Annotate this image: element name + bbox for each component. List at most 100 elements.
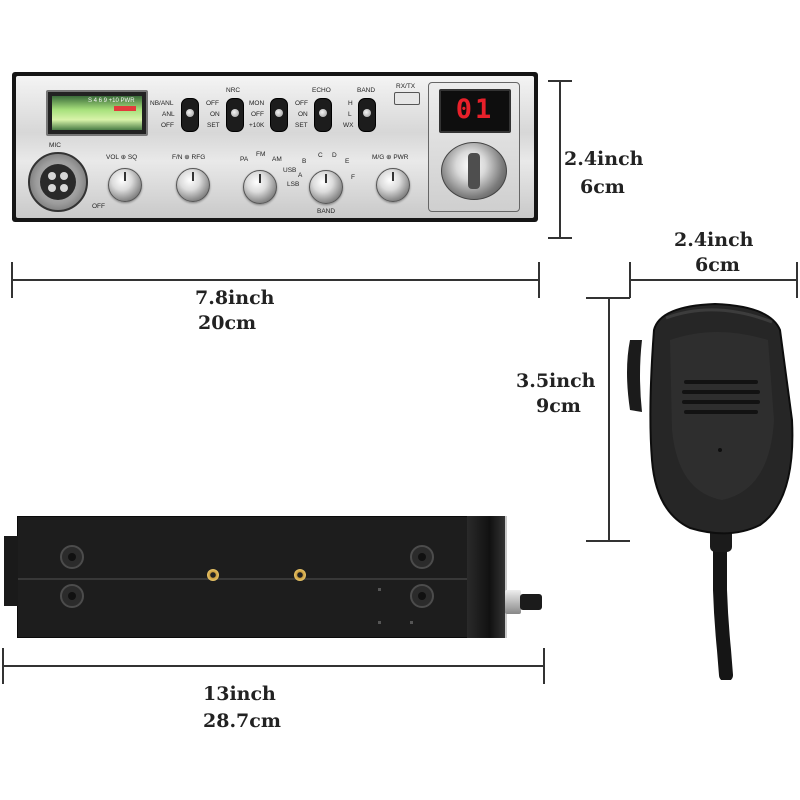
- label-mon: MON: [249, 100, 265, 107]
- label-fm: FM: [256, 151, 266, 158]
- label-off: OFF: [92, 203, 105, 210]
- meter-red-zone: [114, 106, 136, 111]
- mic-connector: [28, 152, 88, 212]
- mic-cord: [713, 528, 733, 680]
- meter-scale-text: S 4 6 9 +10 PWR: [88, 98, 135, 104]
- dim-tick-bottom: [548, 237, 572, 239]
- handheld-microphone: [627, 302, 794, 680]
- dim-mic-height-metric: 9cm: [536, 395, 581, 417]
- mic-face-panel: [670, 332, 774, 500]
- rx-tx-indicator: [394, 92, 420, 105]
- dim-line-radio-depth: [2, 665, 544, 667]
- vent-dot: [378, 621, 381, 624]
- label-fin-rfg: F/N ⊕ RFG: [172, 154, 206, 161]
- mic-top-bevel: [665, 308, 773, 324]
- label-am: AM: [272, 156, 282, 163]
- dim-radio-width-imperial: 7.8inch: [195, 287, 275, 309]
- dim-line-radio-height: [559, 80, 561, 238]
- dim-mic-width-imperial: 2.4inch: [674, 229, 754, 251]
- volume-squelch-knob[interactable]: [108, 168, 142, 202]
- band-switch[interactable]: [358, 98, 376, 132]
- dim-line-mic-width: [629, 279, 797, 281]
- dim-radio-depth-imperial: 13inch: [203, 683, 276, 705]
- screw-icon: [60, 545, 84, 569]
- mic-connector-inner: [40, 164, 76, 200]
- meter-face: [52, 96, 142, 130]
- mic-pin: [48, 172, 56, 180]
- screw-icon: [410, 584, 434, 608]
- side-groove: [18, 578, 468, 580]
- label-vol-sq: VOL ⊕ SQ: [106, 154, 138, 161]
- label-band-f: F: [351, 174, 355, 181]
- mon-switch[interactable]: [270, 98, 288, 132]
- vent-dot: [378, 588, 381, 591]
- label-band-a: A: [298, 172, 303, 179]
- label-h: H: [348, 100, 353, 107]
- label-l: L: [348, 111, 352, 118]
- label-band: BAND: [357, 87, 376, 94]
- vent-dot: [410, 621, 413, 624]
- label-plus10k: +10K: [249, 122, 265, 129]
- label-lsb: LSB: [287, 181, 300, 188]
- channel-number: 01: [455, 94, 495, 125]
- label-on: ON: [210, 111, 220, 118]
- label-anl: ANL: [162, 111, 175, 118]
- mic-hole: [718, 448, 722, 452]
- side-front-bezel: [467, 516, 507, 638]
- label-rx-tx: RX/TX: [396, 83, 416, 90]
- label-band-bottom: BAND: [317, 208, 336, 215]
- nb-anl-switch[interactable]: [181, 98, 199, 132]
- label-band-d: D: [332, 152, 337, 159]
- label-wx: WX: [343, 122, 354, 129]
- label-band-b: B: [302, 158, 307, 165]
- channel-knob-grip: [468, 153, 480, 189]
- dim-line-radio-width: [11, 279, 539, 281]
- label-off: OFF: [206, 100, 219, 107]
- label-set: SET: [295, 122, 308, 129]
- label-echo: ECHO: [312, 87, 331, 94]
- mic-pin: [60, 172, 68, 180]
- label-set: SET: [207, 122, 220, 129]
- mic-grille: [682, 380, 760, 414]
- dim-radio-depth-metric: 28.7cm: [203, 710, 281, 732]
- channel-display: 01: [439, 89, 511, 133]
- nrc-switch[interactable]: [226, 98, 244, 132]
- signal-meter: S 4 6 9 +10 PWR: [46, 90, 148, 136]
- label-band-e: E: [345, 158, 350, 165]
- radio-side-view: [17, 516, 469, 638]
- label-nb-anl: NB/ANL: [150, 100, 174, 107]
- mount-hole-icon: [294, 569, 306, 581]
- mic-pin: [60, 184, 68, 192]
- screw-icon: [60, 584, 84, 608]
- fine-rfgain-knob[interactable]: [176, 168, 210, 202]
- dim-mic-width-metric: 6cm: [695, 254, 740, 276]
- echo-switch[interactable]: [314, 98, 332, 132]
- dim-tick-right: [538, 262, 540, 298]
- label-off: OFF: [251, 111, 264, 118]
- dim-tick-right: [543, 648, 545, 684]
- label-nrc: NRC: [226, 87, 241, 94]
- channel-selector-knob[interactable]: [441, 142, 507, 200]
- dim-tick-right: [796, 262, 798, 298]
- mode-selector-knob[interactable]: [243, 170, 277, 204]
- mic-gain-power-knob[interactable]: [376, 168, 410, 202]
- mic-side-button: [627, 340, 642, 412]
- side-knob-shaft: [505, 590, 521, 614]
- label-off: OFF: [161, 122, 174, 129]
- dim-radio-width-metric: 20cm: [198, 312, 257, 334]
- dim-tick-bottom: [586, 540, 630, 542]
- label-mic: MIC: [49, 142, 61, 149]
- band-selector-knob[interactable]: [309, 170, 343, 204]
- dim-mic-height-imperial: 3.5inch: [516, 370, 596, 392]
- dim-radio-height-metric: 6cm: [580, 176, 625, 198]
- label-on: ON: [298, 111, 308, 118]
- screw-icon: [410, 545, 434, 569]
- dim-line-mic-height: [608, 297, 610, 541]
- label-off: OFF: [295, 100, 308, 107]
- mount-hole-icon: [207, 569, 219, 581]
- mic-pin: [48, 184, 56, 192]
- side-knob-cap: [520, 594, 542, 610]
- side-rear-tab: [4, 536, 18, 606]
- label-band-c: C: [318, 152, 323, 159]
- label-usb: USB: [283, 167, 297, 174]
